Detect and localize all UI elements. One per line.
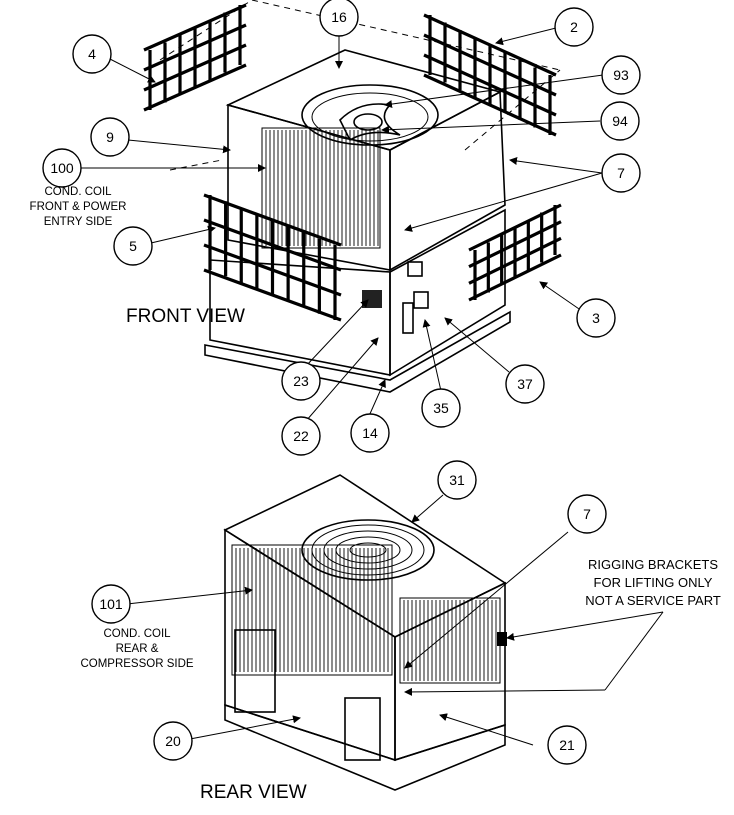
svg-text:COMPRESSOR SIDE: COMPRESSOR SIDE: [80, 658, 193, 670]
leader-lines: [78, 26, 664, 746]
svg-text:2: 2: [570, 19, 578, 35]
callout-9: 9: [90, 117, 130, 157]
callout-16: 16: [319, 0, 359, 37]
rear-view-title: REAR VIEW: [200, 782, 307, 803]
callout-35: 35: [421, 388, 461, 428]
callout-23: 23: [281, 361, 321, 401]
callout-101: 101: [91, 584, 131, 624]
callout-100: 100: [42, 148, 82, 188]
callout-14: 14: [350, 413, 390, 453]
svg-text:21: 21: [559, 737, 575, 753]
svg-text:COND. COIL: COND. COIL: [103, 628, 171, 640]
svg-text:FRONT & POWER: FRONT & POWER: [30, 201, 127, 213]
svg-text:COND. COIL: COND. COIL: [44, 186, 112, 198]
svg-text:37: 37: [517, 376, 533, 392]
callout-7-front: 7: [601, 153, 641, 193]
svg-text:ENTRY SIDE: ENTRY SIDE: [44, 216, 113, 228]
svg-text:31: 31: [449, 472, 465, 488]
svg-text:14: 14: [362, 425, 378, 441]
callout-31: 31: [437, 460, 477, 500]
grille-5: [203, 193, 342, 322]
rigging-note: RIGGING BRACKETS FOR LIFTING ONLY NOT A …: [585, 557, 721, 608]
svg-text:NOT A SERVICE PART: NOT A SERVICE PART: [585, 593, 721, 608]
svg-text:100: 100: [50, 160, 74, 176]
callout-3: 3: [576, 298, 616, 338]
callout-7-rear: 7: [567, 494, 607, 534]
svg-text:101: 101: [99, 596, 123, 612]
svg-text:94: 94: [612, 113, 628, 129]
svg-text:16: 16: [331, 9, 347, 25]
callout-94: 94: [600, 101, 640, 141]
svg-text:9: 9: [106, 129, 114, 145]
svg-text:4: 4: [88, 46, 96, 62]
callout-4: 4: [72, 34, 112, 74]
svg-text:REAR &: REAR &: [116, 643, 159, 655]
svg-text:FOR LIFTING ONLY: FOR LIFTING ONLY: [594, 575, 713, 590]
svg-text:22: 22: [293, 428, 309, 444]
svg-text:5: 5: [129, 238, 137, 254]
callout-37: 37: [505, 364, 545, 404]
rear-coil-caption: COND. COIL REAR & COMPRESSOR SIDE: [80, 628, 193, 670]
grille-3: [468, 203, 562, 302]
callout-2: 2: [554, 7, 594, 47]
svg-text:7: 7: [617, 165, 625, 181]
svg-text:35: 35: [433, 400, 449, 416]
callout-20: 20: [153, 721, 193, 761]
svg-text:RIGGING BRACKETS: RIGGING BRACKETS: [588, 557, 718, 572]
grille-4: [143, 3, 247, 112]
rear-unit: [223, 474, 507, 791]
front-coil-caption: COND. COIL FRONT & POWER ENTRY SIDE: [30, 186, 127, 228]
svg-text:7: 7: [583, 506, 591, 522]
front-coil-fins: [261, 127, 381, 249]
svg-text:3: 3: [592, 310, 600, 326]
callout-22: 22: [281, 416, 321, 456]
svg-text:23: 23: [293, 373, 309, 389]
front-view-title: FRONT VIEW: [126, 306, 245, 327]
svg-text:20: 20: [165, 733, 181, 749]
callout-93: 93: [601, 55, 641, 95]
callout-5: 5: [113, 226, 153, 266]
svg-text:93: 93: [613, 67, 629, 83]
callout-21: 21: [547, 725, 587, 765]
callout-bubbles: 16 2 4 93 94 9 100 7 5 3 23 35 37 22 14 …: [42, 0, 641, 765]
front-unit: [159, 0, 561, 393]
